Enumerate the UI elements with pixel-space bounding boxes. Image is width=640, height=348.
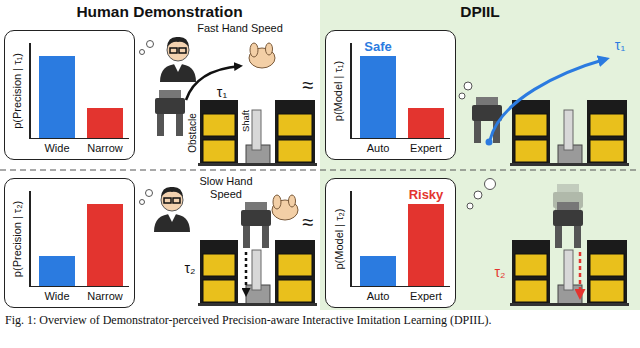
- y-axis: [29, 191, 31, 287]
- gripper-icon: [241, 202, 271, 248]
- chart-box: p(Model | τ₂) AutoExpert Risky: [325, 178, 456, 308]
- annotation-text: Slow Hand Speed: [195, 175, 257, 201]
- probability-bar: [87, 108, 123, 138]
- annotation-text: Obstacle: [187, 113, 199, 152]
- hand-icon: [272, 195, 298, 220]
- chart-box: p(Precision | τ₂) WideNarrow: [4, 178, 135, 308]
- thought-bubble: [474, 191, 482, 199]
- demonstrator-icon: [154, 187, 190, 232]
- probability-bar: [39, 256, 75, 286]
- axis-label: p(Precision | τ₂): [10, 201, 24, 277]
- bar-label: Auto: [354, 141, 402, 155]
- y-axis: [29, 43, 31, 139]
- panel-ground: [320, 0, 640, 310]
- panel-region: Human Demonstration p(Precision | τ₁) Wide…: [0, 0, 319, 310]
- annotation-text: Fast Hand Speed: [197, 22, 283, 35]
- annotation-text: τ₁: [615, 37, 625, 54]
- thought-bubble: [140, 200, 145, 205]
- insertion-rig: [510, 100, 629, 166]
- probability-bar: [360, 56, 396, 138]
- bar-label: Expert: [402, 289, 450, 303]
- y-axis: [350, 191, 352, 287]
- thought-bubble: [459, 93, 465, 99]
- thought-bubble: [147, 41, 154, 48]
- panel-heading: DPIIL: [320, 1, 640, 23]
- thought-bubble: [485, 179, 496, 190]
- bar-label: Narrow: [81, 289, 129, 303]
- chart-box: p(Precision | τ₁) WideNarrow: [4, 30, 135, 160]
- probability-bar: [360, 256, 396, 286]
- trajectory-arrow: [579, 252, 582, 296]
- axis-label: p(Precision | τ₁): [10, 53, 24, 129]
- axis-label: p(Model | τ₁): [331, 61, 345, 121]
- annotation-text: ≈: [303, 73, 314, 97]
- annotation-text: τ₁: [217, 84, 227, 101]
- panel-region: DPIILp(Model | τ₁)AutoExpertSafep(Model …: [320, 0, 640, 310]
- trajectory-arrow: [490, 59, 606, 140]
- bar-label: Auto: [354, 289, 402, 303]
- thought-bubble: [140, 50, 145, 55]
- row-divider: [0, 169, 640, 170]
- figure-caption: Fig. 1: Overview of Demonstrator-perceiv…: [5, 313, 635, 328]
- insertion-rig: [510, 240, 629, 306]
- bar-label: Wide: [33, 141, 81, 155]
- probability-bar: [87, 204, 123, 286]
- bar-label: Wide: [33, 289, 81, 303]
- gripper-icon: [553, 202, 583, 248]
- insertion-rig: [198, 100, 317, 166]
- insertion-rig: [198, 240, 317, 306]
- chart-box: p(Model | τ₁) AutoExpert Safe: [325, 30, 456, 160]
- bar-label: Expert: [402, 141, 450, 155]
- thought-bubble: [464, 82, 472, 90]
- thought-bubble: [467, 203, 473, 209]
- trajectory-arrow: [245, 252, 248, 294]
- hand-icon: [249, 43, 275, 68]
- annotation-text: ≈: [303, 210, 314, 234]
- thought-bubble: [146, 190, 153, 197]
- panel-heading: Human Demonstration: [0, 1, 319, 23]
- probability-bar: [408, 204, 444, 286]
- demonstrator-icon: [160, 37, 196, 82]
- probability-bar: [39, 56, 75, 138]
- probability-bar: [408, 108, 444, 138]
- start-dot: [486, 139, 493, 146]
- axis-label: p(Model | τ₂): [331, 209, 345, 270]
- bar-label: Narrow: [81, 141, 129, 155]
- annotation-label: Risky: [396, 187, 456, 203]
- y-axis: [350, 43, 352, 139]
- gripper-icon: [472, 97, 502, 143]
- annotation-label: Safe: [348, 39, 408, 55]
- trajectory-arrow: [186, 66, 240, 100]
- annotation-text: Shaft: [240, 110, 251, 132]
- gripper-icon: [155, 90, 185, 136]
- annotation-text: τ₂: [495, 264, 506, 281]
- annotation-text: τ₂: [185, 260, 196, 277]
